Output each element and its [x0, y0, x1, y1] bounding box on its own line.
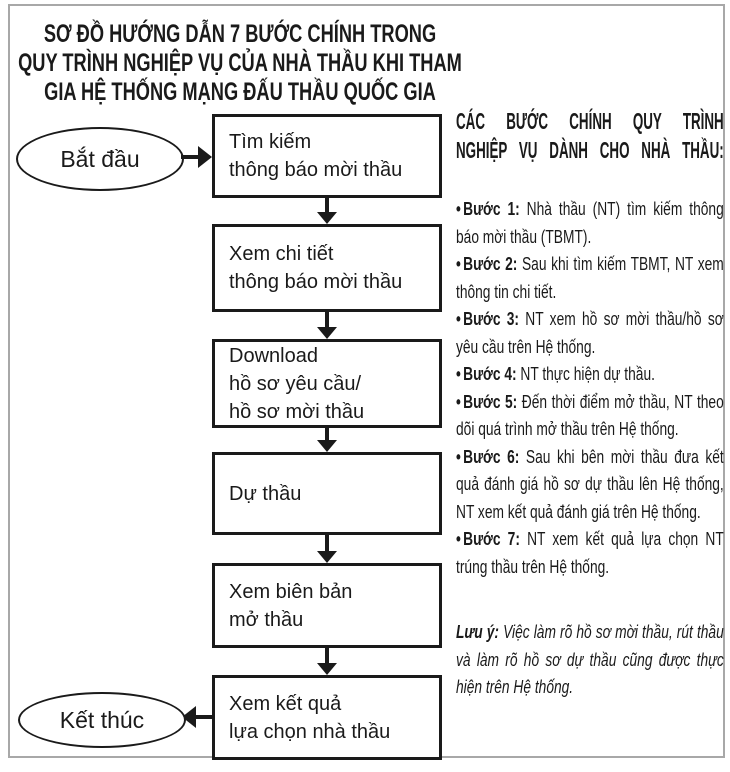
note: Lưu ý: Việc làm rõ hồ sơ mời thầu, rút t… [456, 619, 724, 702]
panel-heading: CÁC BƯỚC CHÍNH QUY TRÌNH NGHIỆP VỤ DÀNH … [456, 107, 724, 165]
flow-step-box-4: Dự thầu [212, 452, 442, 535]
step-text: NT thực hiện dự thầu. [516, 364, 655, 384]
arrow-right-icon [198, 146, 212, 168]
flow-step-box-1: Tìm kiếm thông báo mời thầu [212, 114, 442, 198]
flow-arrow-down-2 [317, 311, 337, 339]
panel-heading-line-2: NGHIỆP VỤ DÀNH CHO NHÀ THẦU: [456, 137, 724, 163]
step-label: •Bước 5: [456, 391, 518, 412]
step-item-4: •Bước 4: NT thực hiện dự thầu. [456, 361, 724, 389]
arrow-shaft [181, 155, 199, 159]
flow-arrow-down-1 [317, 197, 337, 224]
step-label: •Bước 7: [456, 529, 520, 549]
flow-step-label-1: Tìm kiếm thông báo mời thầu [229, 131, 403, 181]
note-text: Việc làm rõ hồ sơ mời thầu, rút thầu và … [456, 622, 724, 697]
flow-step-label-3: Download hồ sơ yêu cầu/ hồ sơ mời thầu [229, 344, 365, 423]
bullet-icon: • [456, 254, 461, 274]
page-title: SƠ ĐỒ HƯỚNG DẪN 7 BƯỚC CHÍNH TRONG QUY T… [18, 20, 462, 106]
bullet-icon: • [456, 529, 461, 549]
flow-terminal-start: Bắt đầu [16, 127, 184, 191]
steps-list: •Bước 1: Nhà thầu (NT) tìm kiếm thông bá… [456, 196, 724, 581]
step-label: •Bước 1: [456, 199, 520, 219]
bullet-icon: • [456, 199, 461, 219]
step-item-3: •Bước 3: NT xem hồ sơ mời thầu/hồ sơ yêu… [456, 306, 724, 361]
step-text: NT xem kết quả lựa chọn NT trúng thầu tr… [456, 529, 724, 577]
bullet-icon: • [456, 391, 461, 412]
flow-step-box-5: Xem biên bản mở thầu [212, 563, 442, 648]
step-label: •Bước 4: [456, 364, 517, 384]
arrow-shaft [325, 311, 329, 330]
step-text: NT xem hồ sơ mời thầu/hồ sơ yêu cầu trên… [456, 309, 724, 357]
arrow-shaft [325, 427, 329, 443]
steps-panel: •Bước 1: Nhà thầu (NT) tìm kiếm thông bá… [456, 196, 724, 720]
step-item-1: •Bước 1: Nhà thầu (NT) tìm kiếm thông bá… [456, 196, 724, 251]
panel-heading-line-1: CÁC BƯỚC CHÍNH QUY TRÌNH [456, 108, 724, 134]
step-text: Đến thời điểm mở thầu, NT theo dõi quá t… [456, 391, 724, 440]
step-item-5: •Bước 5: Đến thời điểm mở thầu, NT theo … [456, 389, 724, 444]
arrow-down-icon [317, 440, 337, 452]
flow-arrow-end-left [182, 706, 212, 728]
arrow-down-icon [317, 551, 337, 563]
note-label: Lưu ý: [456, 622, 500, 642]
flow-step-box-6: Xem kết quả lựa chọn nhà thầu [212, 675, 442, 760]
bullet-icon: • [456, 364, 461, 384]
flow-terminal-end: Kết thúc [18, 692, 186, 748]
flow-terminal-end-label: Kết thúc [59, 706, 145, 733]
step-text: Sau khi bên mời thầu đưa kết quả đánh gi… [456, 446, 724, 522]
step-item-2: •Bước 2: Sau khi tìm kiếm TBMT, NT xem t… [456, 251, 724, 306]
flow-arrow-down-4 [317, 534, 337, 563]
flow-step-box-2: Xem chi tiết thông báo mời thầu [212, 224, 442, 312]
arrow-down-icon [317, 327, 337, 339]
arrow-shaft [325, 647, 329, 666]
flow-step-label-5: Xem biên bản mở thầu [229, 580, 353, 631]
flow-step-label-6: Xem kết quả lựa chọn nhà thầu [229, 692, 391, 743]
flow-arrow-down-3 [317, 427, 337, 452]
arrow-down-icon [317, 663, 337, 675]
step-label: •Bước 3: [456, 309, 520, 329]
step-text: Sau khi tìm kiếm TBMT, NT xem thông tin … [456, 254, 724, 302]
arrow-down-icon [317, 212, 337, 224]
flow-arrow-down-5 [317, 647, 337, 675]
step-label: •Bước 2: [456, 254, 518, 274]
bullet-icon: • [456, 309, 461, 329]
flow-step-label-2: Xem chi tiết thông báo mời thầu [229, 243, 403, 293]
step-text: Nhà thầu (NT) tìm kiếm thông báo mời thầ… [456, 199, 724, 247]
step-label: •Bước 6: [456, 446, 520, 467]
step-item-7: •Bước 7: NT xem kết quả lựa chọn NT trún… [456, 526, 724, 581]
arrow-shaft [325, 534, 329, 554]
arrow-shaft [325, 197, 329, 215]
flow-terminal-start-label: Bắt đầu [60, 145, 140, 172]
arrow-shaft [195, 715, 212, 719]
flow-step-label-4: Dự thầu [229, 482, 302, 505]
bullet-icon: • [456, 446, 461, 467]
step-item-6: •Bước 6: Sau khi bên mời thầu đưa kết qu… [456, 444, 724, 527]
flow-step-box-3: Download hồ sơ yêu cầu/ hồ sơ mời thầu [212, 339, 442, 428]
flow-arrow-start-right [181, 146, 212, 168]
